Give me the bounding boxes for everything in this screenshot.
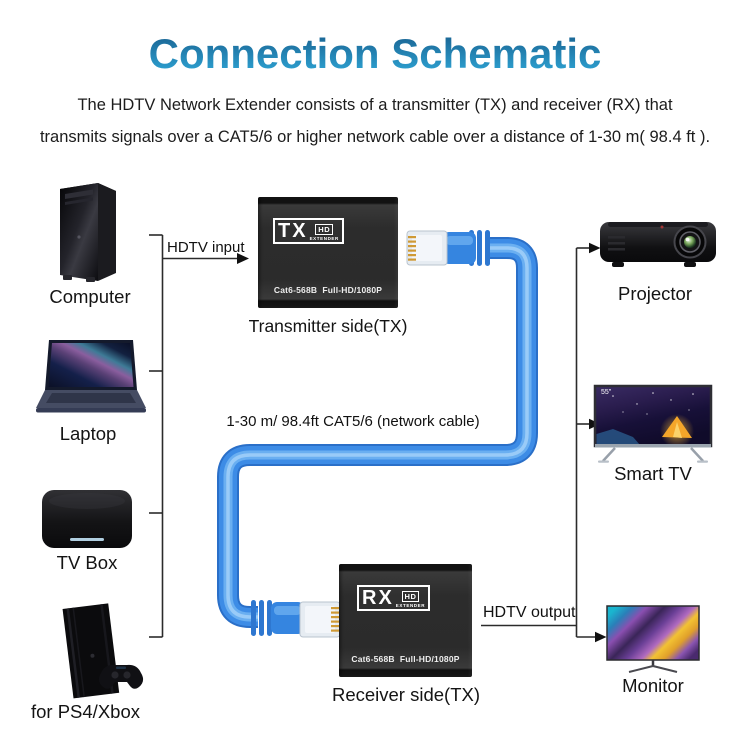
laptop-label: Laptop <box>59 423 117 444</box>
transmitter-caption: Transmitter side(TX) <box>248 316 408 336</box>
game-console-label: for PS4/Xbox <box>30 701 140 722</box>
monitor-image <box>605 605 701 677</box>
monitor-label: Monitor <box>622 675 684 696</box>
rj45-connector-tx <box>406 230 490 266</box>
hdtv-input-label: HDTV input <box>167 239 245 256</box>
smart-tv-label: Smart TV <box>614 463 692 484</box>
hdtv-input-arrow <box>162 253 249 264</box>
smart-tv-size-badge: 55" <box>601 389 612 396</box>
network-cable <box>217 237 538 628</box>
tv-box-label: TV Box <box>56 552 118 573</box>
tx-hd-badge: HD <box>315 223 334 235</box>
receiver-caption: Receiver side(TX) <box>331 684 481 705</box>
rx-badge-frame: RX HD EXTENDER <box>357 585 431 611</box>
description-line-2: transmits signals over a CAT5/6 or highe… <box>39 128 711 146</box>
rx-badge: RX <box>362 587 394 609</box>
display-bracket <box>481 247 596 638</box>
computer-label: Computer <box>49 286 131 307</box>
source-bracket <box>149 234 164 638</box>
tx-badge: TX <box>278 220 308 242</box>
cable-length-label: 1-30 m/ 98.4ft CAT5/6 (network cable) <box>226 413 480 430</box>
computer-image <box>48 181 126 285</box>
rx-hd-badge: HD <box>401 590 420 602</box>
description-line-1: The HDTV Network Extender consists of a … <box>77 96 673 114</box>
rj45-connector-rx <box>251 600 341 638</box>
projector-image <box>596 210 720 274</box>
tx-extender-text: EXTENDER <box>309 235 339 241</box>
rx-extender-text: EXTENDER <box>395 602 426 608</box>
tv-box-image <box>40 486 134 552</box>
game-console-image <box>42 602 148 704</box>
receiver-box: RX HD EXTENDER Cat6-568B Full-HD/1080P <box>339 564 472 677</box>
transmitter-box: TX HD EXTENDER Cat6-568B Full-HD/1080P <box>258 197 398 308</box>
tx-badge-frame: TX HD EXTENDER <box>273 218 344 244</box>
tx-spec-text: Cat6-568B Full-HD/1080P <box>273 285 383 295</box>
smart-tv-image: 55" <box>593 384 713 468</box>
laptop-image <box>36 338 146 422</box>
rx-spec-text: Cat6-568B Full-HD/1080P <box>351 654 460 664</box>
projector-label: Projector <box>617 283 693 304</box>
page-title: Connection Schematic <box>0 30 750 78</box>
hdtv-output-label: HDTV output <box>483 604 576 621</box>
